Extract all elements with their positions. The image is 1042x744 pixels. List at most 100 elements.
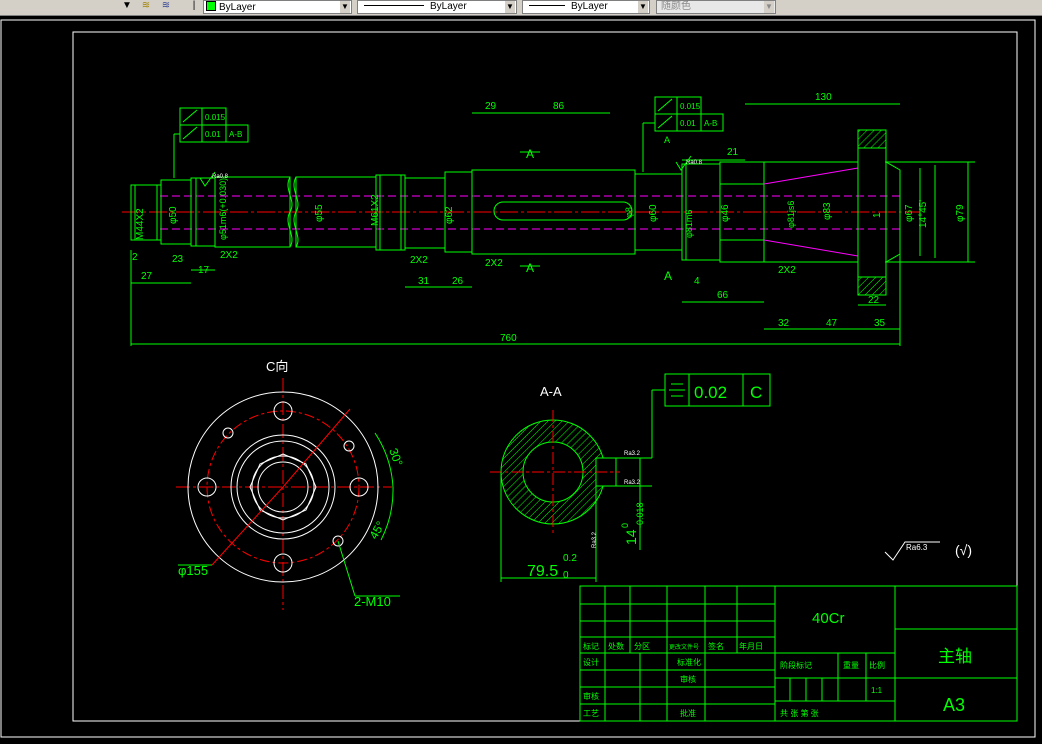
width-dim-tol-upper: 0 — [620, 523, 630, 528]
svg-text:年月日: 年月日 — [739, 641, 763, 651]
depth-dim: 79.5 — [527, 563, 558, 580]
dim-21: 21 — [727, 147, 739, 158]
svg-text:A-B: A-B — [229, 130, 242, 139]
svg-text:设计: 设计 — [583, 657, 599, 667]
dim-29: 29 — [485, 101, 497, 112]
dim-22: 22 — [868, 295, 880, 306]
svg-text:更改文件号: 更改文件号 — [669, 643, 699, 651]
toolbar-separator: | — [192, 0, 196, 11]
svg-text:A: A — [664, 135, 670, 145]
lineweight-preview — [529, 5, 565, 6]
c-view: C向 φ155 2-M10 30° 45° — [176, 359, 406, 610]
dim-31: 31 — [418, 276, 430, 287]
dimension-text: 29 86 130 21 2 27 23 17 2X2 2X2 31 26 2X… — [132, 92, 966, 344]
svg-text:工艺: 工艺 — [583, 709, 599, 718]
label-one: 1 — [872, 212, 883, 218]
svg-text:1:1: 1:1 — [871, 686, 883, 695]
symmetry-datum: C — [750, 383, 762, 402]
dim-2x2-a: 2X2 — [220, 250, 238, 261]
chevron-down-icon: ▼ — [764, 1, 774, 13]
linetype-preview — [364, 5, 424, 6]
color-label: ByLayer — [219, 2, 256, 13]
linetype-control-dropdown[interactable]: ByLayer ▼ — [357, 0, 517, 14]
lineweight-control-dropdown[interactable]: ByLayer ▼ — [522, 0, 650, 14]
label-phi50: φ50 — [168, 206, 179, 224]
dim-2x2-d: 2X2 — [778, 265, 796, 276]
svg-text:0.015: 0.015 — [680, 102, 701, 111]
svg-text:阶段标记: 阶段标记 — [780, 660, 812, 670]
lineweight-label: ByLayer — [571, 1, 608, 12]
label-phi51: φ51m6(+0.030) — [218, 178, 228, 240]
cad-drawing: 29 86 130 21 2 27 23 17 2X2 2X2 31 26 2X… — [0, 19, 1036, 738]
svg-text:0.01: 0.01 — [680, 119, 696, 128]
dim-66: 66 — [717, 290, 729, 301]
label-m44: M44X2 — [135, 208, 146, 240]
label-phi81b: φ81js6 — [786, 201, 796, 228]
dim-760: 760 — [500, 333, 517, 344]
dim-32: 32 — [778, 318, 790, 329]
label-phi155: φ155 — [178, 563, 208, 578]
dim-47: 47 — [826, 318, 838, 329]
dim-23: 23 — [172, 254, 184, 265]
label-phi60: φ60 — [648, 204, 659, 222]
svg-text:A: A — [526, 147, 534, 161]
symmetry-tolerance: 0.02 — [694, 383, 727, 402]
svg-text:批准: 批准 — [680, 708, 696, 718]
color-swatch — [206, 1, 216, 11]
svg-text:比例: 比例 — [869, 660, 885, 670]
label-30deg: 30° — [386, 446, 405, 468]
dim-86: 86 — [553, 101, 565, 112]
gdt-frame-right — [642, 96, 724, 172]
gdt-text-left: 0.015 0.01 A-B — [205, 113, 242, 139]
sheet-border — [72, 31, 1018, 722]
svg-text:Ra3.2: Ra3.2 — [624, 451, 641, 457]
label-phi81: φ81m6 — [684, 210, 694, 238]
svg-text:Ra3.2: Ra3.2 — [624, 480, 641, 486]
title-block-text: 标记 处数 分区 更改文件号 签名 年月日 设计 标准化 审核 审核 工艺 批准… — [583, 610, 972, 718]
label-phi8: φ8 — [624, 207, 634, 218]
label-m10: 2-M10 — [354, 594, 391, 609]
break-line — [287, 176, 293, 248]
outer-border — [0, 19, 1036, 738]
svg-text:签名: 签名 — [708, 641, 724, 651]
svg-text:A: A — [526, 261, 534, 275]
color-control-dropdown[interactable]: ByLayer ▼ — [203, 0, 352, 14]
gdt-text-right: 0.015 0.01 A-B — [680, 102, 717, 128]
chevron-down-icon: ▼ — [505, 1, 515, 13]
svg-text:重量: 重量 — [843, 660, 859, 670]
svg-text:审核: 审核 — [680, 674, 696, 684]
dim-17: 17 — [198, 265, 210, 276]
drawing-canvas[interactable]: 29 86 130 21 2 27 23 17 2X2 2X2 31 26 2X… — [0, 16, 1042, 739]
svg-text:处数: 处数 — [608, 641, 624, 651]
plotstyle-label: 随颜色 — [661, 1, 691, 12]
linetype-label: ByLayer — [430, 1, 467, 12]
general-roughness: Ra6.3 (√) — [884, 541, 972, 561]
svg-text:共 张 第 张: 共 张 第 张 — [780, 708, 819, 718]
label-phi83: φ83 — [822, 202, 833, 220]
label-m61: M61X2 — [370, 194, 381, 226]
dim-35: 35 — [874, 318, 886, 329]
c-view-title: C向 — [266, 359, 288, 374]
layer-state-icon[interactable]: ≋ — [161, 0, 171, 11]
material-label: 40Cr — [812, 610, 845, 627]
svg-text:标记: 标记 — [583, 641, 599, 651]
section-markers: A A A A Ra0.8 Ra0.8 — [212, 135, 703, 283]
gdt-frame-left — [173, 107, 249, 178]
dim-2x2-b: 2X2 — [410, 255, 428, 266]
label-taper: 14°45' — [918, 200, 929, 228]
layer-previous-icon[interactable]: ≋ — [141, 0, 151, 11]
svg-text:Ra0.8: Ra0.8 — [212, 174, 229, 180]
dim-4: 4 — [694, 276, 700, 287]
svg-text:(√): (√) — [955, 542, 972, 558]
dimension-lines — [130, 103, 975, 346]
layer-dropdown-arrow[interactable]: ▼ — [122, 0, 132, 11]
dim-26: 26 — [452, 276, 464, 287]
plotstyle-control-dropdown[interactable]: 随颜色 ▼ — [656, 0, 776, 14]
part-name: 主轴 — [938, 647, 972, 666]
svg-text:分区: 分区 — [634, 642, 650, 651]
svg-text:Ra3.2: Ra3.2 — [592, 531, 598, 548]
svg-text:0.015: 0.015 — [205, 113, 226, 122]
chevron-down-icon: ▼ — [638, 1, 648, 13]
label-phi62: φ62 — [444, 206, 455, 224]
width-dim: 14 — [623, 529, 639, 545]
